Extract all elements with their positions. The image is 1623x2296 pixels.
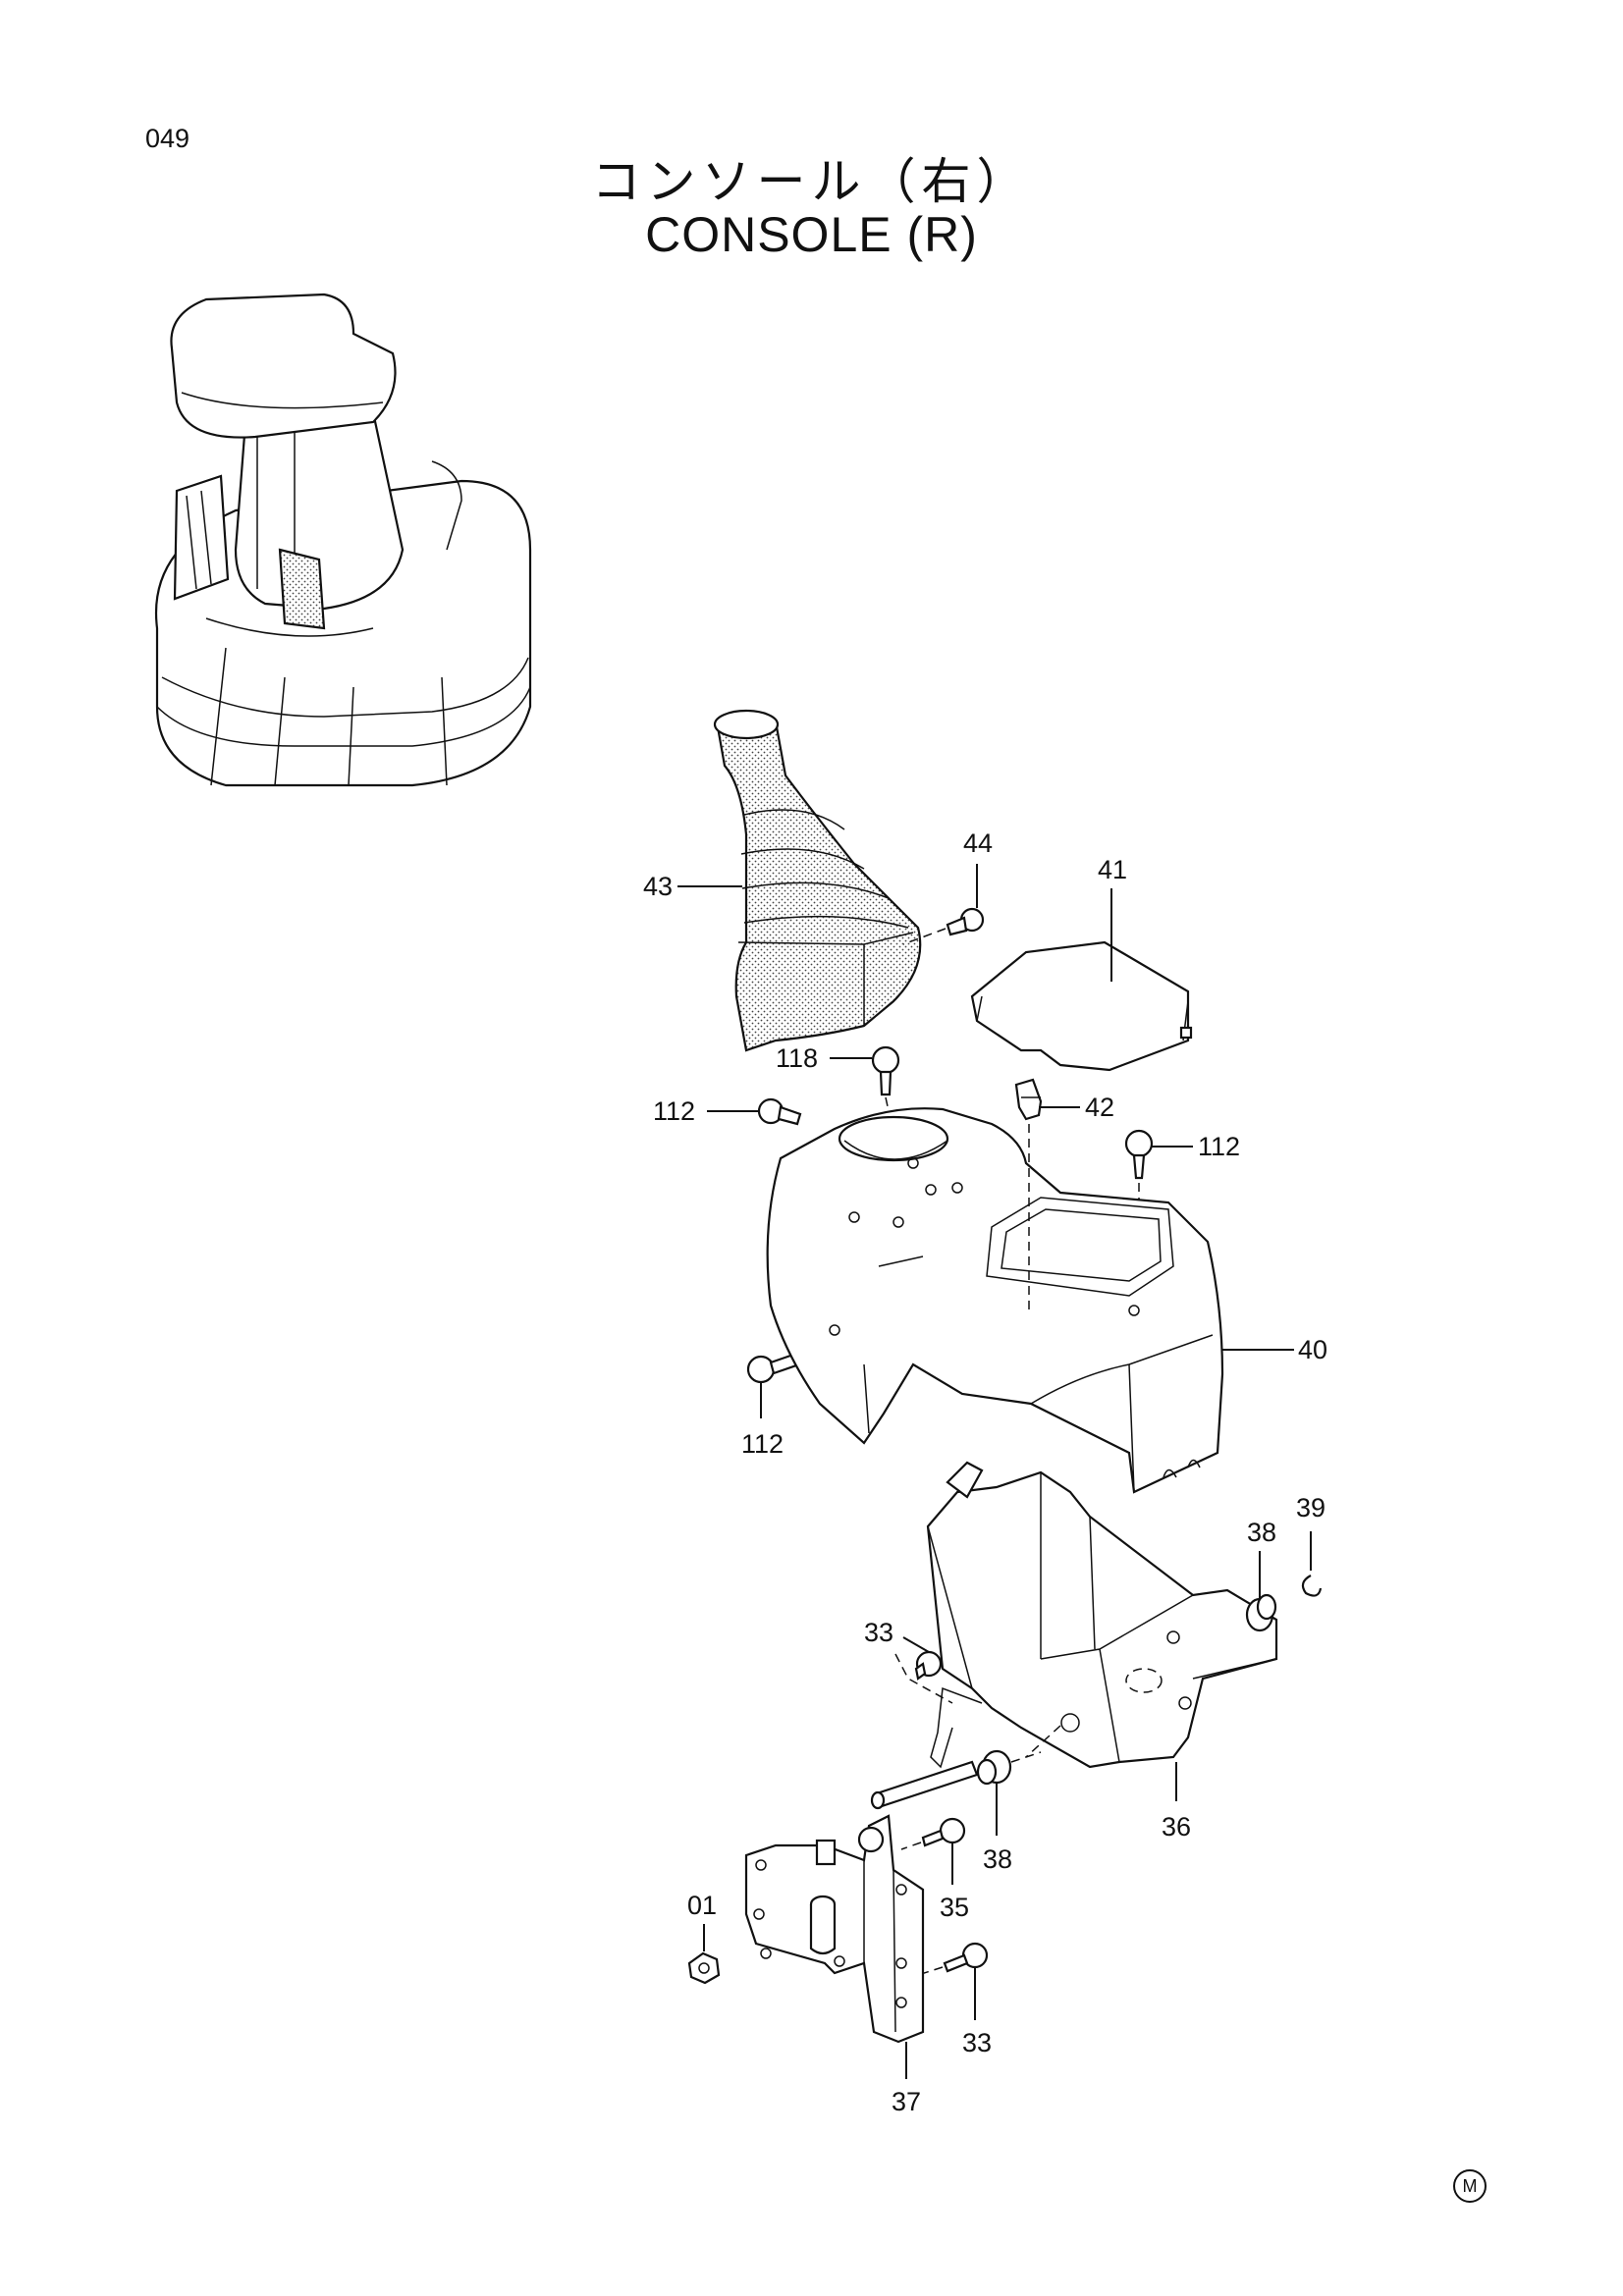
- callout-33-upper: 33: [864, 1618, 893, 1647]
- callout-112-upper-left: 112: [653, 1096, 695, 1126]
- callout-40: 40: [1298, 1335, 1327, 1364]
- part-01-nut: [687, 1951, 721, 1985]
- callout-labels: 43 44 41 118 112 42 112 40 112 39 38 33 …: [643, 828, 1327, 2116]
- part-35-pin: [870, 1760, 979, 1850]
- part-40-console-housing: [766, 1107, 1224, 1494]
- title-english: CONSOLE (R): [645, 207, 978, 262]
- part-36-bracket: [894, 1461, 1278, 1769]
- callout-39: 39: [1296, 1493, 1325, 1522]
- callout-33-lower: 33: [962, 2028, 992, 2057]
- callout-112-upper-right: 112: [1198, 1132, 1240, 1161]
- callout-42: 42: [1085, 1093, 1114, 1122]
- callout-01: 01: [687, 1891, 717, 1920]
- callout-43: 43: [643, 872, 673, 901]
- callout-38-upper: 38: [1247, 1518, 1276, 1547]
- callout-118: 118: [776, 1043, 818, 1073]
- part-39-snap-ring: [1301, 1575, 1323, 1597]
- part-112-bolt-upper-left: [757, 1097, 802, 1126]
- part-33-bolt-upper: [914, 1650, 943, 1681]
- callout-38-lower: 38: [983, 1844, 1012, 1874]
- part-43-boot: [713, 709, 922, 1052]
- part-118-bolt: [871, 1045, 904, 1179]
- part-41-cover: [970, 940, 1193, 1072]
- callout-44: 44: [963, 828, 993, 858]
- part-42-clip: [1014, 1078, 1043, 1121]
- callout-35: 35: [940, 1893, 969, 1922]
- leader-lines: [677, 864, 1312, 2079]
- manufacturer-mark: M: [1453, 2169, 1487, 2203]
- overview-seat-illustration: [154, 293, 532, 787]
- part-37-mount-bracket: [744, 1814, 925, 2044]
- page-number: 049: [145, 124, 190, 153]
- part-38-bushing-lower: [976, 1749, 1042, 1786]
- callout-37: 37: [892, 2087, 921, 2116]
- callout-41: 41: [1098, 855, 1127, 884]
- part-38-bushing-upper: [1245, 1593, 1277, 1632]
- part-44-screw: [902, 907, 985, 945]
- callout-36: 36: [1162, 1812, 1191, 1842]
- part-33-bolt-lower: [917, 1942, 989, 1976]
- callout-112-lower-left: 112: [741, 1429, 784, 1459]
- title-japanese: コンソール（右）: [591, 153, 1032, 210]
